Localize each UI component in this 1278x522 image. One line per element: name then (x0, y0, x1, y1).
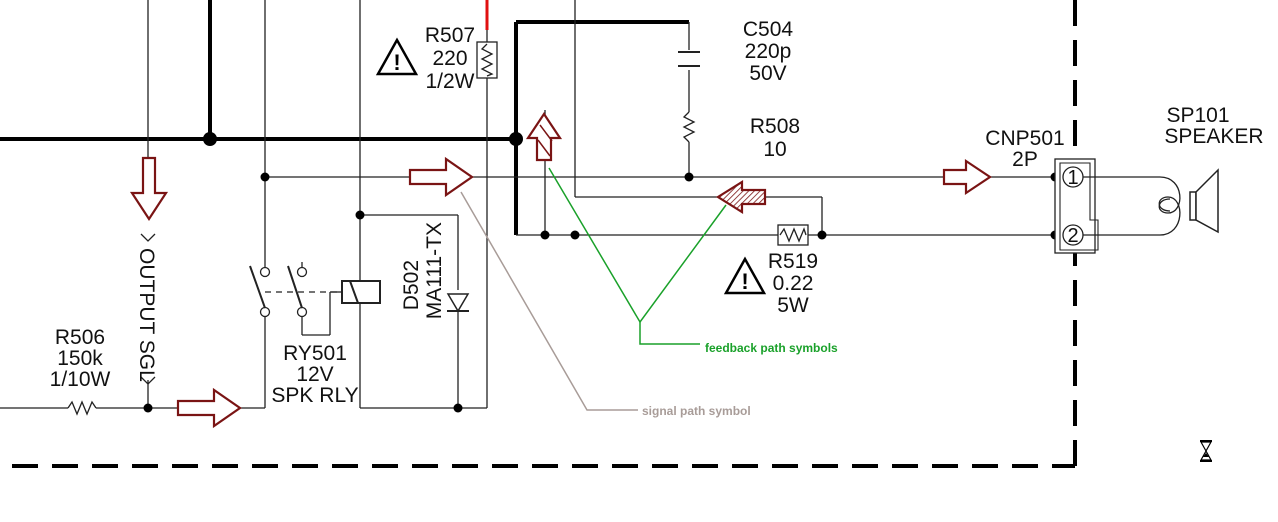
r519-resistor (777, 224, 809, 246)
signal-arrow-right (408, 156, 474, 198)
signal-arrow-right-output (942, 158, 992, 196)
r508-value: 10 (763, 138, 786, 161)
junction-dots (143, 172, 1060, 413)
ry501-rating: SPK RLY (271, 384, 358, 407)
d502-ref: D502 (400, 260, 423, 310)
r506-ref: R506 (55, 326, 105, 349)
r508-resistor (682, 111, 696, 143)
cnp501-ref: CNP501 (985, 127, 1064, 150)
feedback-arrow-up (525, 112, 563, 162)
speaker-cable (1083, 176, 1181, 236)
r519-ref: R519 (768, 250, 818, 273)
speaker-icon (1189, 168, 1219, 234)
signal-callout (460, 191, 638, 411)
r506-rating: 1/10W (50, 368, 111, 391)
c504-ref: C504 (743, 18, 794, 41)
c504-capacitor (678, 51, 700, 67)
ry501-value: 12V (296, 363, 333, 386)
ry501-ref: RY501 (283, 342, 347, 365)
feedback-callout (548, 167, 727, 345)
svg-text:!: ! (741, 269, 748, 294)
output-sgl-text: OUTPUT SGL (135, 248, 158, 382)
warning-triangle-icon: ! (375, 37, 419, 76)
hourglass-icon (1199, 440, 1213, 462)
output-sgl-label: OUTPUT SGL (135, 233, 158, 385)
r507-ref: R507 (425, 24, 475, 47)
sp101-value: SPEAKER (1164, 125, 1263, 148)
r506-resistor (67, 400, 97, 416)
r519-rating: 5W (777, 294, 809, 317)
cnp501-value: 2P (1012, 148, 1038, 171)
warning-triangle-icon: ! (723, 256, 767, 295)
signal-arrow-right-bottom (176, 387, 242, 429)
signal-arrow-down (129, 156, 169, 222)
signal-annotation: signal path symbol (642, 404, 751, 418)
r507-value: 220 (432, 47, 467, 70)
board-boundary (12, 0, 1077, 468)
feedback-arrow-left (715, 180, 767, 214)
r507-rating: 1/2W (425, 70, 474, 93)
r508-ref: R508 (750, 115, 800, 138)
cnp501-pin2: 2 (1067, 225, 1078, 247)
r507-resistor (476, 41, 498, 79)
cnp501-pin1: 1 (1067, 167, 1078, 189)
d502-value: MA111-TX (423, 222, 446, 319)
sp101-ref: SP101 (1166, 104, 1229, 127)
r519-value: 0.22 (773, 272, 814, 295)
cnp501-connector: 1 2 (1054, 158, 1099, 254)
feedback-annotation: feedback path symbols (705, 341, 838, 355)
d502-diode (446, 293, 470, 313)
ry501-relay (249, 265, 381, 318)
c504-value: 220p (745, 40, 792, 63)
r506-value: 150k (57, 347, 103, 370)
c504-rating: 50V (749, 62, 786, 85)
svg-text:!: ! (393, 50, 400, 75)
